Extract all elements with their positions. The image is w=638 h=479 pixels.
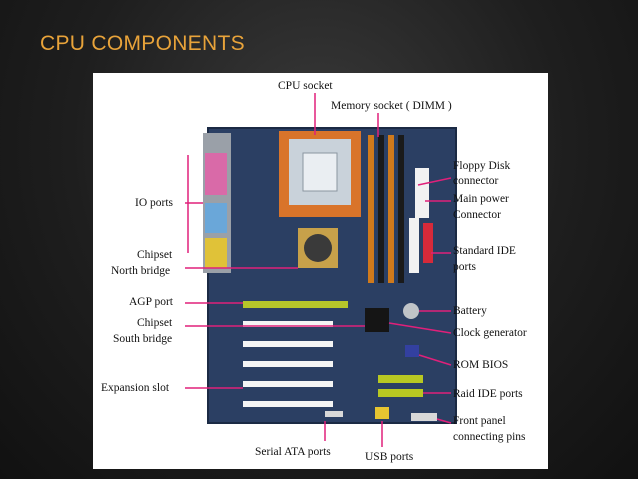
label-expansion-slot: Expansion slot — [101, 382, 170, 394]
label-chipset-nb-1: Chipset — [137, 249, 173, 261]
pci-slot-5 — [243, 401, 333, 407]
label-floppy-2: connector — [453, 175, 499, 187]
memory-slot-2 — [378, 135, 384, 283]
motherboard-illustration — [185, 93, 457, 447]
pointer-rom-bios — [418, 354, 452, 366]
label-rom-bios: ROM BIOS — [453, 359, 509, 371]
pointer-clock — [388, 322, 452, 334]
motherboard-diagram: CPU socket Memory socket ( DIMM ) Floppy… — [93, 73, 548, 469]
rom-bios-chip — [405, 345, 419, 357]
label-serial-ata: Serial ATA ports — [255, 446, 331, 458]
io-port-audio — [205, 238, 227, 268]
label-chipset-sb-1: Chipset — [137, 317, 173, 329]
pointer-lines — [185, 93, 452, 447]
ide-connector-red — [423, 223, 433, 263]
label-clock-generator: Clock generator — [453, 327, 527, 339]
label-battery: Battery — [453, 305, 487, 317]
memory-slot-1 — [368, 135, 374, 283]
label-usb-ports: USB ports — [365, 451, 414, 463]
usb-header — [375, 407, 389, 419]
pci-slot-4 — [243, 381, 333, 387]
label-chipset-nb-2: North bridge — [111, 265, 171, 277]
label-agp-port: AGP port — [129, 296, 173, 308]
ide-connector-white — [409, 218, 419, 273]
label-std-ide-2: ports — [453, 261, 476, 273]
raid-ide-port-1 — [378, 375, 423, 383]
label-cpu-socket: CPU socket — [278, 80, 333, 92]
label-chipset-sb-2: South bridge — [113, 333, 173, 345]
label-io-ports: IO ports — [135, 197, 174, 209]
raid-ide-port-2 — [378, 389, 423, 397]
serial-ata-port — [325, 411, 343, 417]
pci-slot-3 — [243, 361, 333, 367]
pointer-front-panel — [436, 418, 452, 424]
pci-slot-2 — [243, 341, 333, 347]
io-port-serial — [205, 203, 227, 233]
main-power-connector — [415, 168, 429, 218]
memory-slot-4 — [398, 135, 404, 283]
label-front-panel-2: connecting pins — [453, 431, 526, 443]
battery — [403, 303, 419, 319]
label-memory-socket: Memory socket ( DIMM ) — [331, 100, 452, 112]
slide-title: CPU COMPONENTS — [40, 32, 245, 55]
label-main-power-1: Main power — [453, 193, 509, 205]
label-raid-ide: Raid IDE ports — [453, 388, 523, 400]
io-port-parallel — [205, 153, 227, 195]
label-std-ide-1: Standard IDE — [453, 245, 516, 257]
pointer-floppy — [417, 177, 452, 186]
label-main-power-2: Connector — [453, 209, 501, 221]
memory-slot-3 — [388, 135, 394, 283]
south-bridge-chip — [365, 308, 389, 332]
label-floppy-1: Floppy Disk — [453, 160, 511, 172]
front-panel-pins — [411, 413, 437, 421]
agp-slot — [243, 301, 348, 308]
pci-slot-1 — [243, 321, 333, 327]
label-front-panel-1: Front panel — [453, 415, 506, 427]
